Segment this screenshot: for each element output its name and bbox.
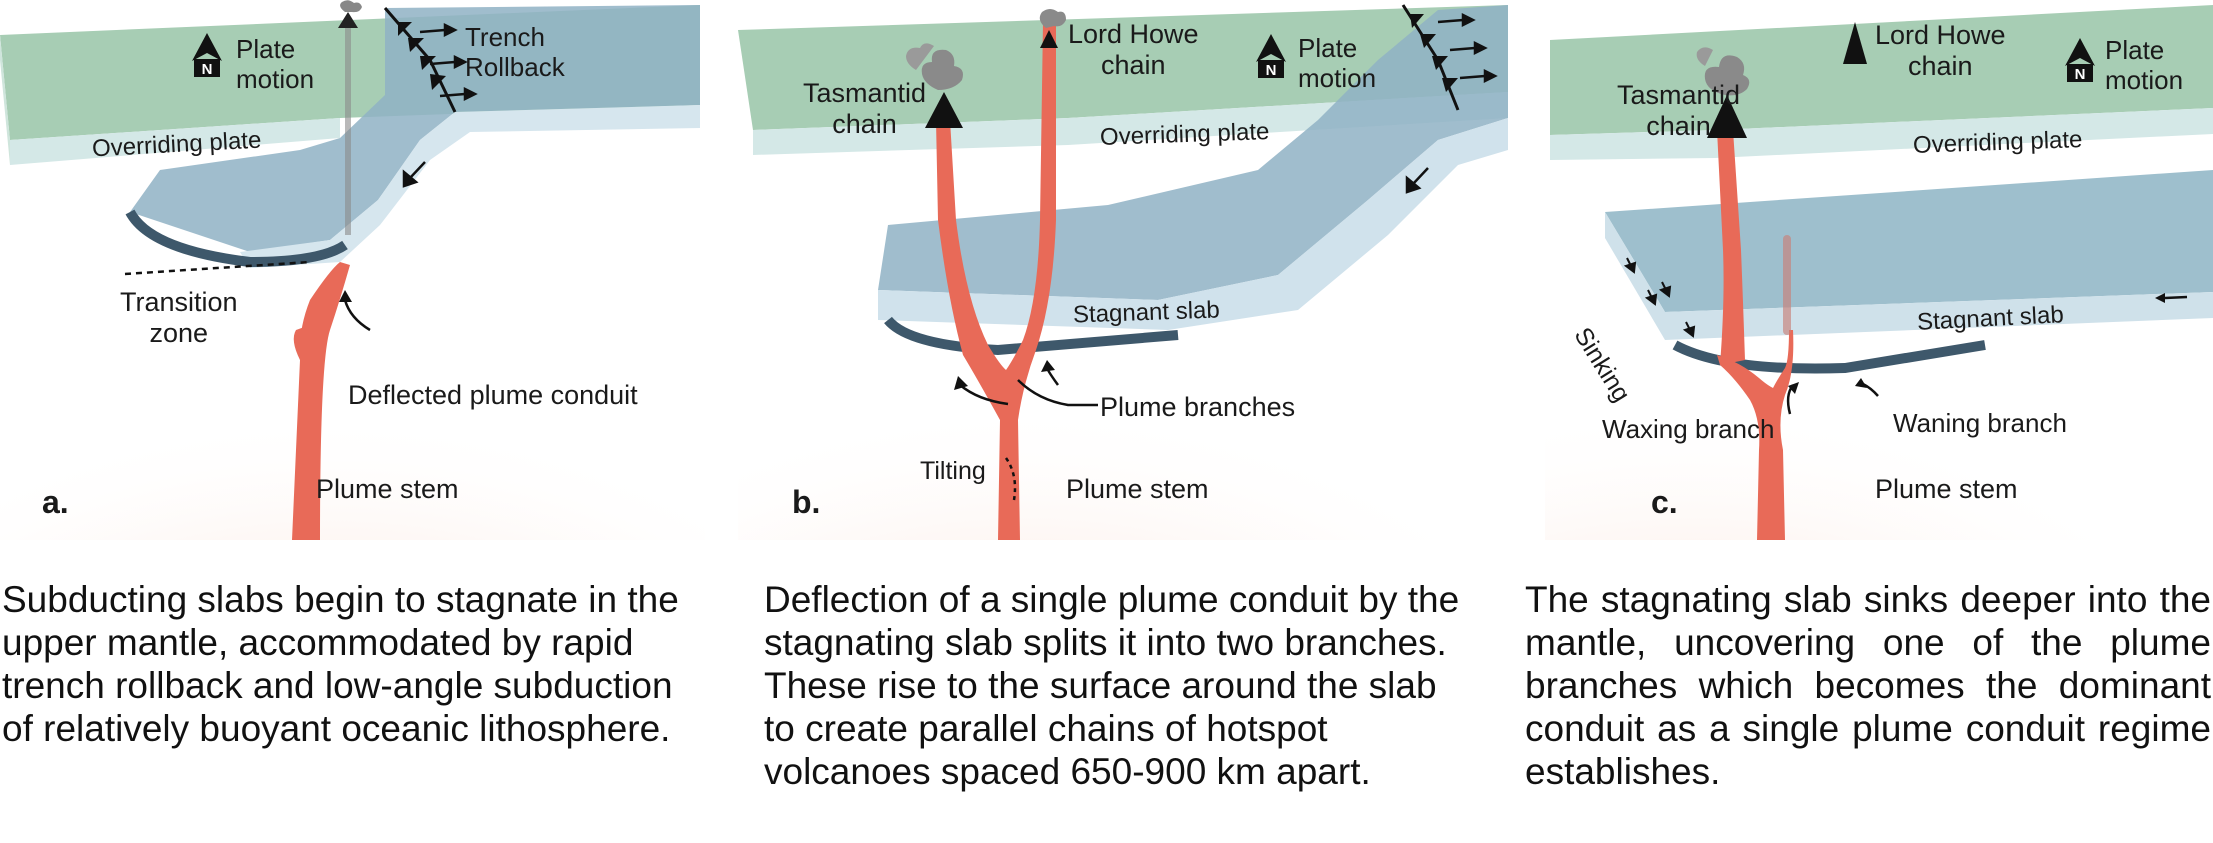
slab-underside: [884, 316, 1179, 356]
svg-text:N: N: [2075, 66, 2086, 82]
lord-howe-chain-label: Lord Howe chain: [1068, 19, 1199, 80]
slab-underside: [1672, 340, 1986, 374]
overriding-plate-top: [1550, 5, 2213, 135]
panel-c-diagram: [1545, 5, 2213, 540]
transition-zone-line: [124, 260, 311, 276]
stagnant-slab-label: Stagnant slab: [1072, 296, 1221, 329]
sinking-arrows: [1623, 257, 1696, 338]
waxing-branch-shape: [1717, 130, 1745, 365]
overriding-plate-side: [753, 118, 1068, 155]
panel-b: N Tasmantid chain Lord Howe chain Plate …: [738, 0, 1510, 540]
plume-stem-shape: [1717, 330, 1794, 540]
panel-b-diagram: [738, 4, 1508, 540]
tasmantid-chain-label: Tasmantid chain: [1617, 80, 1741, 141]
panel-c: N Tasmantid chain Lord Howe chain Plate …: [1545, 0, 2213, 540]
svg-text:N: N: [1266, 62, 1277, 78]
plate-motion-label: Plate motion: [236, 34, 315, 94]
volcano-icon: [338, 12, 358, 28]
lord-howe-volcano-icon: [1843, 22, 1867, 64]
smoke-icon: [340, 0, 362, 13]
panel-letter: b.: [792, 484, 821, 520]
north-arrow-icon: N: [192, 33, 222, 77]
smoke-icon: [1704, 55, 1750, 96]
plume-branches-label: Plume branches: [1100, 392, 1296, 422]
overriding-plate-side: [10, 118, 340, 165]
stagnant-slab: [878, 5, 1508, 300]
north-arrow-icon: N: [2065, 38, 2095, 82]
tasmantid-chain-label: Tasmantid chain: [803, 78, 927, 139]
caption-c: The stagnating slab sinks deeper into th…: [1525, 579, 2211, 792]
svg-text:N: N: [202, 61, 213, 77]
tasmantid-volcano-icon: [1707, 95, 1747, 138]
caption-a: Subducting slabs begin to stagnate in th…: [2, 579, 679, 749]
tasmantid-volcano-icon: [925, 92, 963, 128]
overriding-plate-label: Overriding plate: [1912, 126, 2083, 159]
waning-branch-label: Waning branch: [1893, 408, 2067, 438]
north-arrow-icon: N: [1256, 34, 1286, 78]
waning-branch-shape: [1783, 235, 1791, 335]
panel-a-diagram: [0, 0, 705, 540]
waxing-branch-label: Waxing branch: [1602, 414, 1775, 444]
overriding-plate-top: [738, 5, 1508, 130]
lord-howe-volcano-icon: [1040, 30, 1058, 48]
plume-branches-shape: [936, 22, 1056, 540]
plate-motion-label: Plate motion: [2105, 35, 2184, 95]
subducting-slab: [130, 5, 700, 252]
trench-rollback-label: Trench Rollback: [465, 22, 565, 82]
smoke-icon: [921, 49, 963, 90]
overriding-plate-side: [1550, 108, 2213, 160]
lord-howe-chain-label: Lord Howe chain: [1875, 20, 2006, 81]
plume-stem-label: Plume stem: [1066, 474, 1209, 504]
deflected-plume-label: Deflected plume conduit: [348, 380, 638, 410]
conduit-trace: [345, 20, 351, 235]
panel-letter: a.: [42, 484, 69, 520]
smoke-icon: [1039, 9, 1066, 28]
panel-a: N Plate motion Trench Rollback Overridin…: [0, 0, 705, 540]
slab-underside: [125, 209, 348, 268]
overriding-plate-label: Overriding plate: [1099, 118, 1270, 151]
stagnant-slab: [1605, 170, 2213, 312]
panel-letter: c.: [1651, 484, 1678, 520]
plate-motion-label: Plate motion: [1298, 33, 1377, 93]
rollback-arrows: [1405, 12, 1498, 194]
plume-stem-label: Plume stem: [316, 474, 459, 504]
plume-stem-label: Plume stem: [1875, 474, 2018, 504]
caption-b: Deflection of a single plume conduit by …: [764, 579, 1460, 792]
rollback-arrows: [402, 22, 478, 188]
tilting-label: Tilting: [920, 457, 986, 485]
transition-zone-label: Transition zone: [120, 287, 238, 348]
mantle-glow: [0, 260, 705, 540]
tilting-indicator: [1004, 457, 1017, 501]
